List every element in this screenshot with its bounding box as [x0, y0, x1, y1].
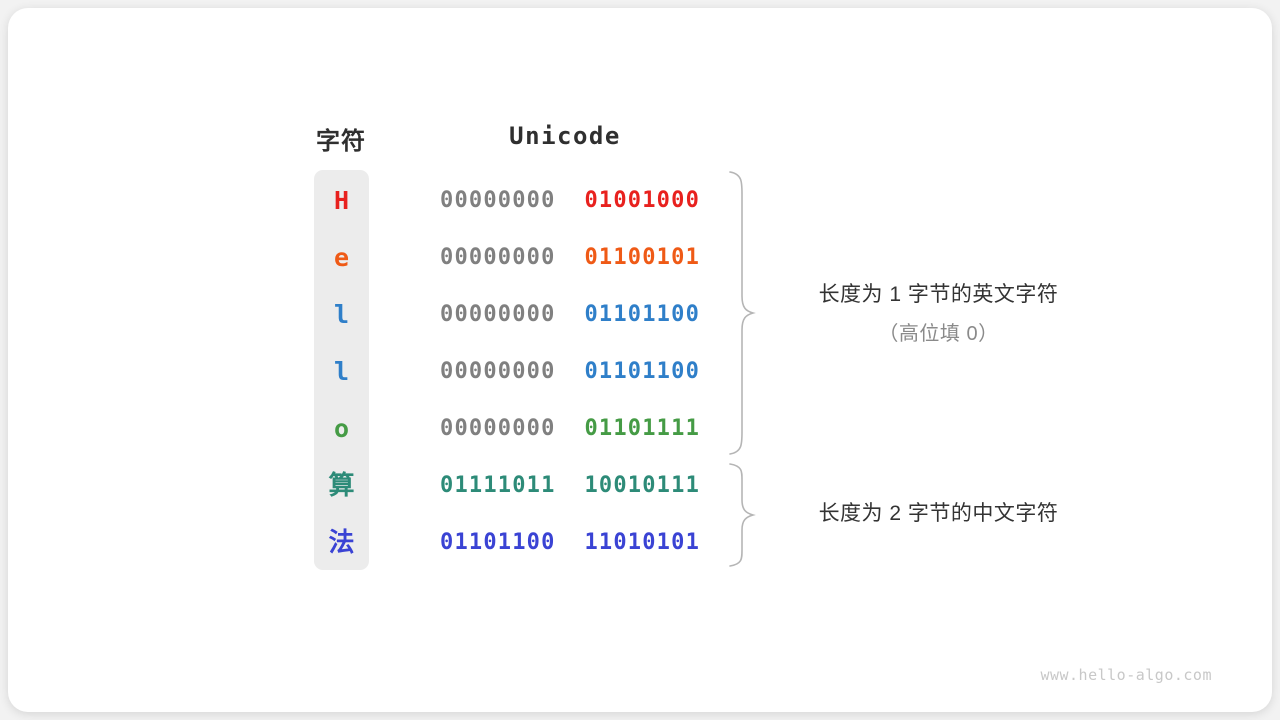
annotation-english-line2: （高位填 0）: [878, 323, 999, 345]
annotation-chinese-line1: 长度为 2 字节的中文字符: [818, 502, 1059, 525]
row-high-byte: 00000000: [440, 359, 556, 384]
row-unicode-bits: 00000000 01101100: [440, 286, 700, 343]
row-unicode-bits: 01101100 11010101: [440, 514, 700, 571]
watermark-url: www.hello-algo.com: [1040, 666, 1212, 684]
annotation-english-line1: 长度为 1 字节的英文字符: [818, 283, 1059, 306]
row-character: H: [333, 186, 350, 215]
brace-chinese-characters: [729, 463, 756, 567]
row-unicode-bits: 00000000 01101111: [440, 400, 700, 457]
column-header-character: 字符: [316, 128, 366, 155]
row-high-byte: 00000000: [440, 188, 556, 213]
brace-english-characters: [729, 171, 756, 455]
row-low-byte: 10010111: [584, 473, 701, 498]
annotation-chinese-characters: 长度为 2 字节的中文字符: [776, 497, 1101, 527]
row-high-byte: 01101100: [440, 530, 556, 555]
annotation-english-characters: 长度为 1 字节的英文字符 （高位填 0）: [776, 278, 1101, 346]
row-character: 算: [328, 470, 355, 500]
table-row: 算 01111011 10010111: [314, 457, 714, 514]
row-low-byte: 11010101: [584, 530, 701, 555]
row-low-byte: 01101100: [584, 302, 701, 327]
table-row: l 00000000 01101100: [314, 343, 714, 400]
row-high-byte: 00000000: [440, 416, 556, 441]
row-unicode-bits: 00000000 01001000: [440, 172, 700, 229]
table-row: 法 01101100 11010101: [314, 514, 714, 571]
row-low-byte: 01001000: [584, 188, 701, 213]
row-high-byte: 00000000: [440, 302, 556, 327]
row-character: l: [333, 300, 350, 329]
row-high-byte: 01111011: [440, 473, 556, 498]
row-character: o: [333, 414, 350, 443]
row-high-byte: 00000000: [440, 245, 556, 270]
row-character: 法: [328, 527, 355, 557]
row-unicode-bits: 01111011 10010111: [440, 457, 700, 514]
table-row: H 00000000 01001000: [314, 172, 714, 229]
column-header-unicode: Unicode: [509, 122, 621, 150]
row-low-byte: 01101111: [584, 416, 701, 441]
table-row: o 00000000 01101111: [314, 400, 714, 457]
row-character: e: [333, 243, 350, 272]
diagram-card: 字符 Unicode H 00000000 01001000 e 00000000 0…: [8, 8, 1272, 712]
character-column-background: [314, 170, 369, 570]
row-low-byte: 01101100: [584, 359, 701, 384]
row-low-byte: 01100101: [584, 245, 701, 270]
row-unicode-bits: 00000000 01100101: [440, 229, 700, 286]
table-row: e 00000000 01100101: [314, 229, 714, 286]
row-unicode-bits: 00000000 01101100: [440, 343, 700, 400]
table-row: l 00000000 01101100: [314, 286, 714, 343]
row-character: l: [333, 357, 350, 386]
